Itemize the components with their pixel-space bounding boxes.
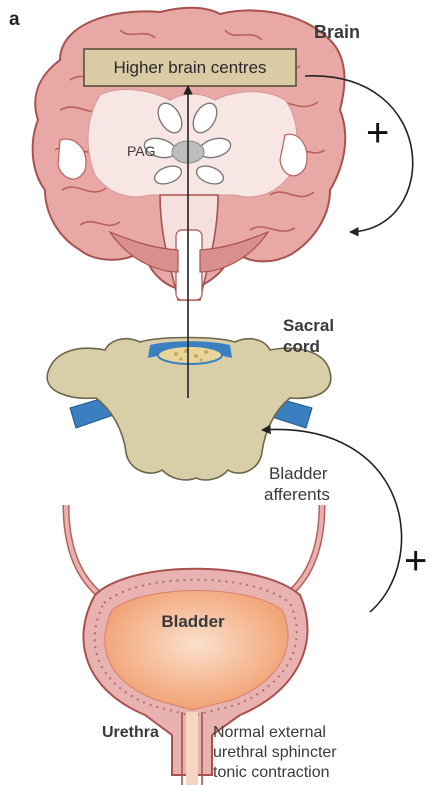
- afferents-label-line1: Bladder: [269, 464, 328, 483]
- bladder-label: Bladder: [161, 612, 225, 631]
- urethra-label: Urethra: [102, 724, 159, 741]
- urethra-lumen: [186, 712, 198, 785]
- cord-grey-matter: [158, 346, 222, 364]
- plus-sign-bottom: +: [404, 539, 427, 583]
- sphincter-label-line3: tonic contraction: [213, 764, 330, 781]
- sacral-cord-illustration: [47, 338, 331, 480]
- brain-label: Brain: [314, 22, 360, 42]
- sphincter-label-line1: Normal external: [213, 724, 326, 741]
- sacral-label-line2: cord: [283, 337, 320, 356]
- bladder-illustration: [66, 505, 322, 785]
- afferents-label-line2: afferents: [264, 485, 330, 504]
- higher-centres-label: Higher brain centres: [113, 58, 266, 77]
- sacral-label-line1: Sacral: [283, 316, 334, 335]
- brainstem-core: [176, 230, 202, 300]
- pag-label: PAG: [127, 143, 156, 159]
- panel-label: a: [9, 9, 20, 30]
- sphincter-label-line2: urethral sphincter: [213, 744, 337, 761]
- plus-sign-top: +: [366, 111, 389, 155]
